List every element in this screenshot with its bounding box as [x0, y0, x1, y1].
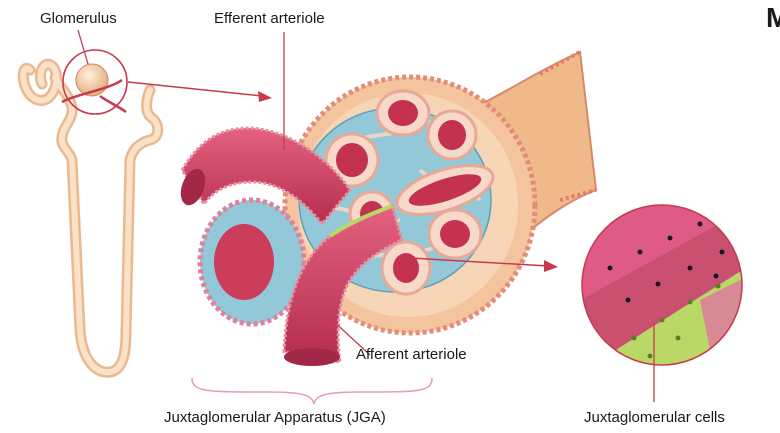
- jga-bracket: [192, 378, 432, 404]
- cropped-edge-letter: M: [766, 2, 780, 34]
- nephron-tubule-inner: [23, 64, 157, 372]
- glomerulus-label: Glomerulus: [40, 10, 117, 27]
- afferent-arteriole-label: Afferent arteriole: [356, 346, 467, 363]
- efferent-arteriole-label: Efferent arteriole: [214, 10, 325, 27]
- glomerulus-pointer-line: [78, 30, 88, 64]
- capillary-lumen: [440, 220, 470, 248]
- jga-label: Juxtaglomerular Apparatus (JGA): [164, 409, 386, 426]
- afferent-arteriole-opening: [284, 348, 340, 366]
- jg-cells-label: Juxtaglomerular cells: [584, 409, 725, 426]
- capillary-lumen: [438, 120, 466, 150]
- capillary-lumen: [388, 100, 418, 126]
- capillary-lumen: [393, 253, 419, 283]
- nephron-tubule: [23, 64, 157, 372]
- zoom-arrowhead: [258, 91, 272, 102]
- distal-tubule-lumen: [214, 224, 274, 300]
- capillary-lumen: [336, 143, 368, 177]
- magnify-arrowhead: [544, 260, 558, 272]
